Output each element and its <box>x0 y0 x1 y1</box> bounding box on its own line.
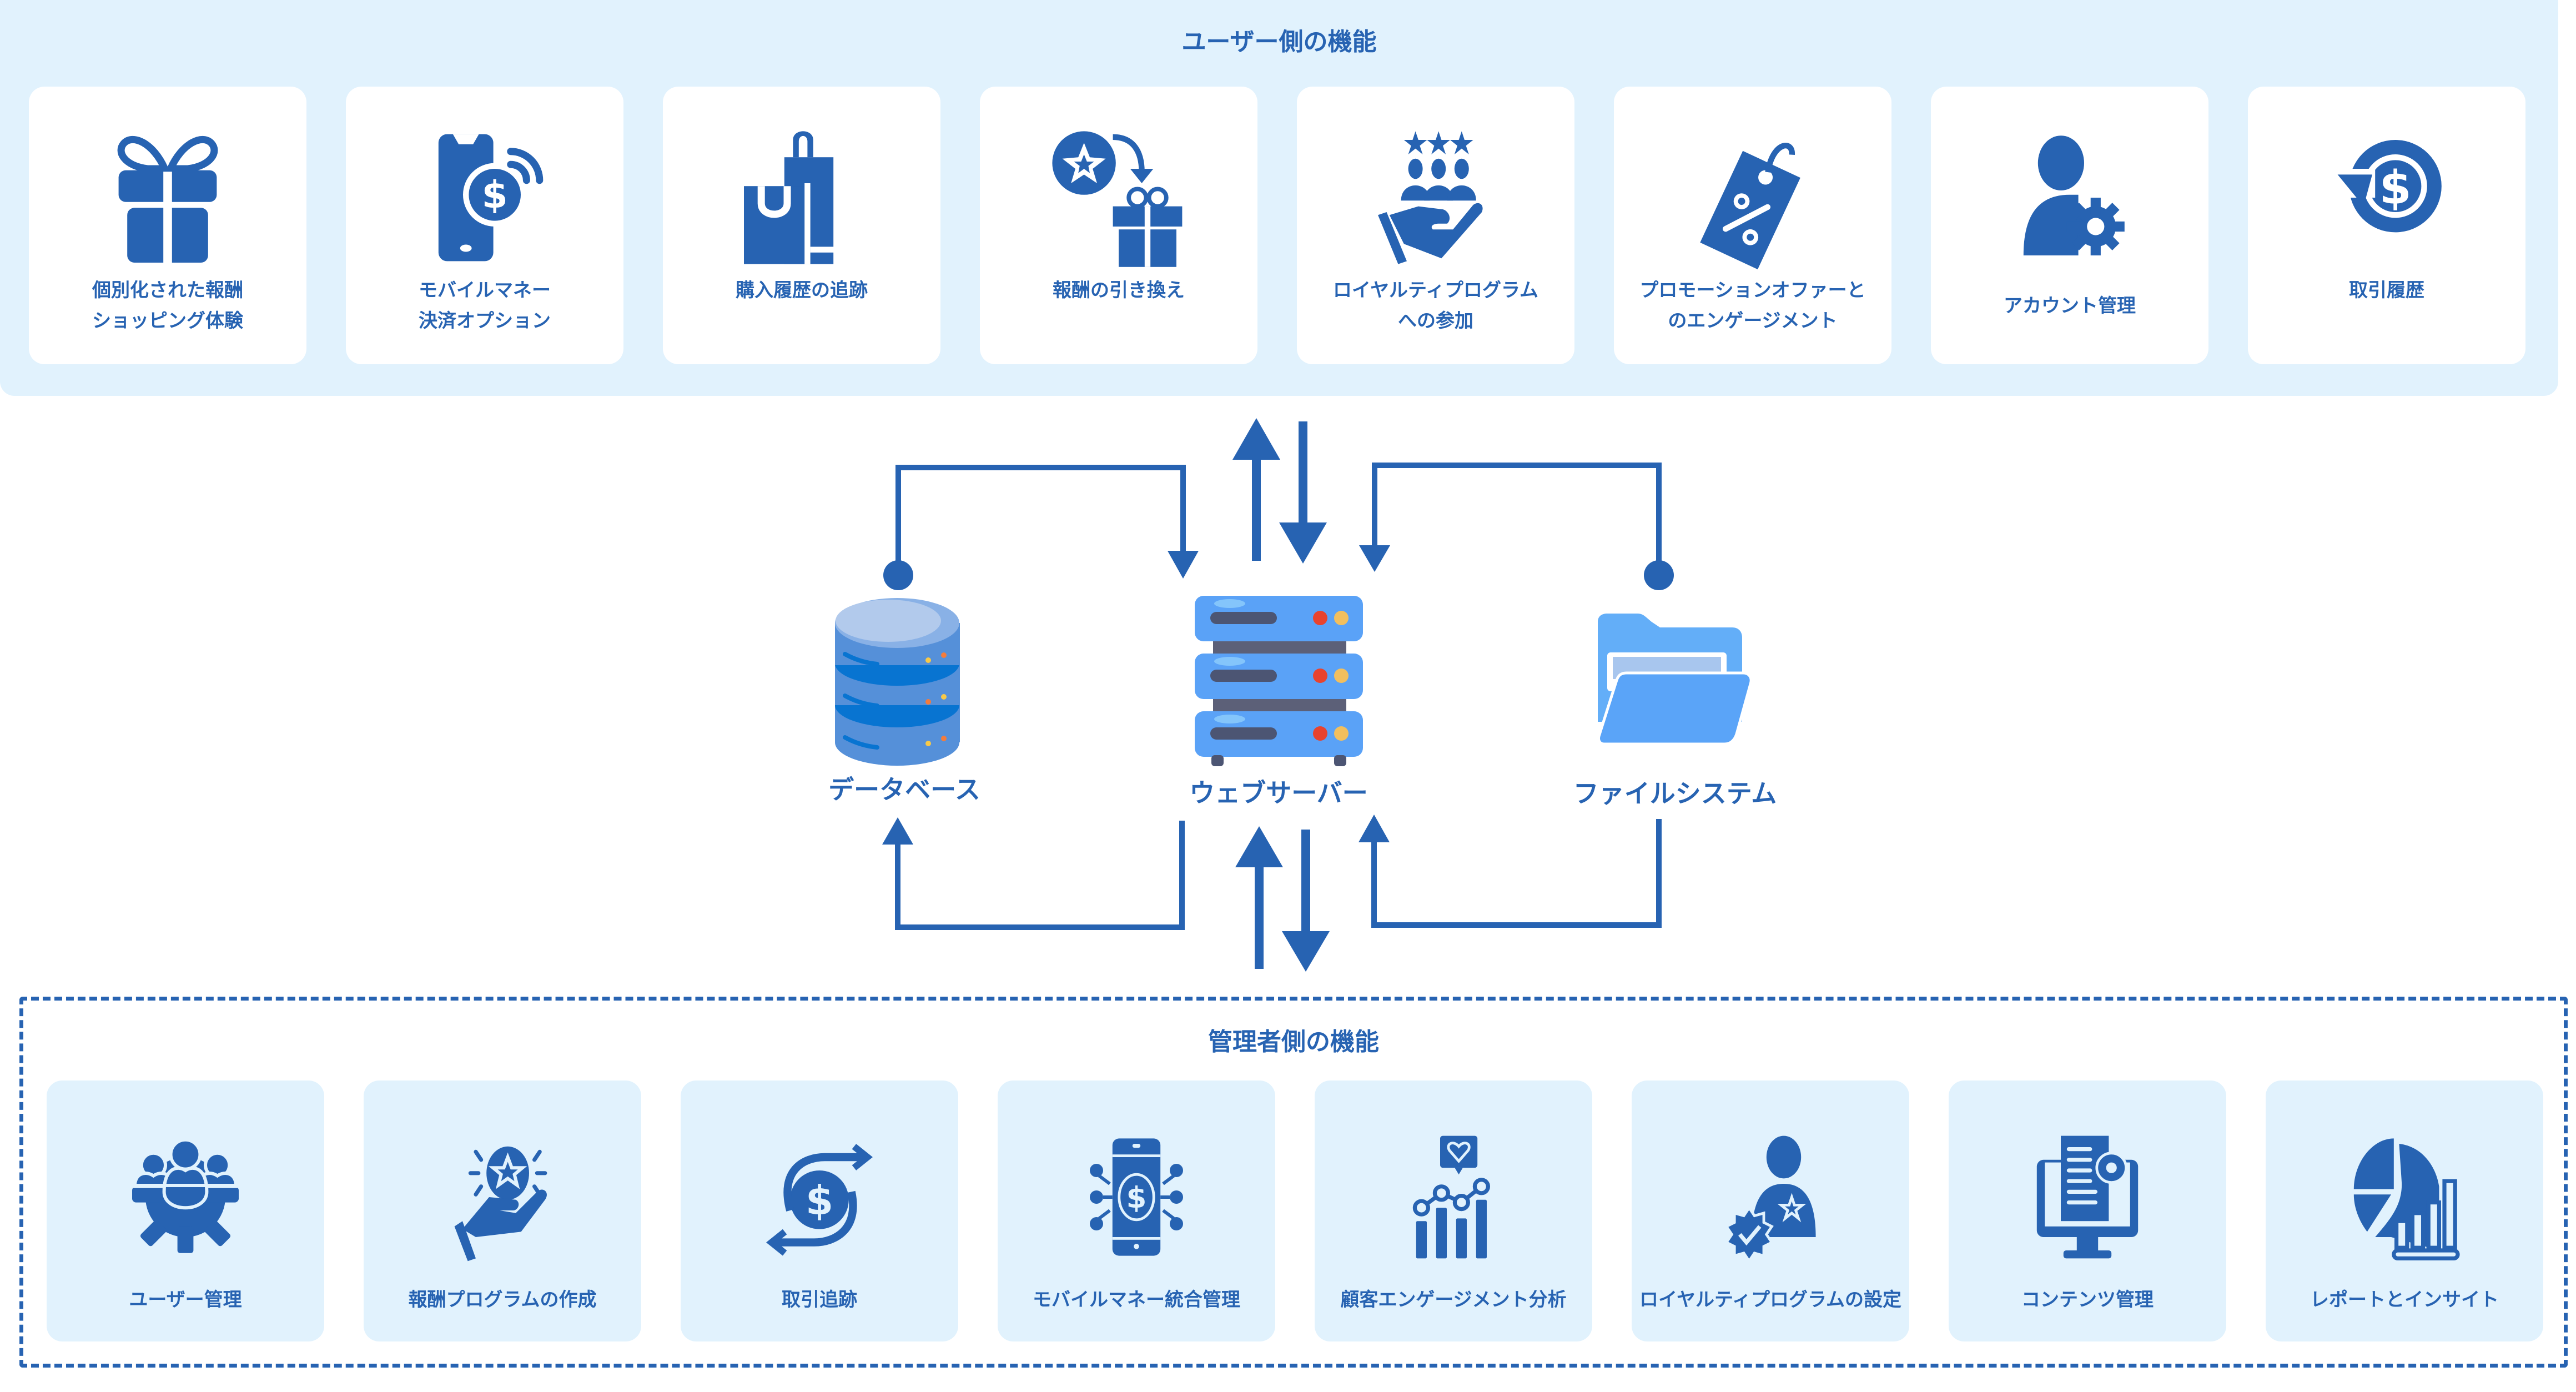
admin-card-label: 報酬プログラムの作成 <box>408 1289 597 1311</box>
admin-card-user-management[interactable]: ユーザー管理 <box>47 1081 324 1341</box>
gift-icon <box>117 135 218 263</box>
label-line: 個別化された報酬 <box>92 279 243 301</box>
web-server-label: ウェブサーバー <box>1189 778 1368 808</box>
user-card-redeem-rewards[interactable]: 報酬の引き換え <box>980 87 1257 364</box>
arrowhead-user-up <box>1232 418 1280 460</box>
user-card-label: 取引履歴 <box>2253 275 2520 306</box>
admin-section-title: 管理者側の機能 <box>1208 1028 1379 1056</box>
folder-icon <box>1597 614 1753 746</box>
admin-card-create-rewards[interactable]: 報酬プログラムの作成 <box>364 1081 641 1341</box>
label-line: ロイヤルティプログラム <box>1333 279 1538 301</box>
filesystem-connector-dot <box>1644 560 1674 590</box>
user-section-title: ユーザー側の機能 <box>1181 28 1377 56</box>
engagement-chart-icon <box>1412 1135 1490 1259</box>
user-card-purchase-history[interactable]: 購入履歴の追跡 <box>663 87 940 364</box>
admin-card-label: レポートとインサイト <box>2310 1289 2499 1311</box>
admin-card-label: モバイルマネー統合管理 <box>1033 1289 1240 1311</box>
server-to-db-connector <box>895 821 1185 930</box>
admin-card-loyalty-settings[interactable]: ロイヤルティプログラムの設定 <box>1632 1081 1909 1341</box>
user-card-label: アカウント管理 <box>1936 291 2203 321</box>
user-features-panel: ユーザー側の機能 個別化された報酬 ショッピング体験 $ モバイル <box>0 0 2558 396</box>
admin-card-transaction-tracking[interactable]: $ 取引追跡 <box>681 1081 958 1341</box>
admin-card-label: 顧客エンゲージメント分析 <box>1340 1289 1567 1311</box>
admin-features-panel: 管理者側の機能 <box>19 997 2568 1368</box>
arrowhead-user-down <box>1279 522 1327 564</box>
user-card-loyalty-join[interactable]: ロイヤルティプログラム への参加 <box>1297 87 1574 364</box>
user-card-label: 個別化された報酬 ショッピング体験 <box>34 275 301 336</box>
filesystem-to-server-connector <box>1372 463 1662 561</box>
label-line: のエンゲージメント <box>1668 310 1838 332</box>
label-line: への参加 <box>1398 310 1473 332</box>
user-card-label: モバイルマネー 決済オプション <box>351 275 618 336</box>
admin-card-reports-insights[interactable]: レポートとインサイト <box>2266 1081 2543 1341</box>
server-icon <box>1195 596 1363 766</box>
label-line: プロモーションオファーと <box>1639 279 1866 301</box>
admin-card-label: 取引追跡 <box>782 1289 857 1311</box>
mobile-payment-icon: $ <box>438 134 544 262</box>
user-card-personalized-rewards[interactable]: 個別化された報酬 ショッピング体験 <box>29 87 306 364</box>
label-line: 報酬の引き換え <box>1053 279 1185 301</box>
users-gear-icon <box>132 1138 239 1253</box>
user-card-transaction-history[interactable]: $ 取引履歴 <box>2248 87 2525 364</box>
arrowhead-server-to-db <box>882 817 913 845</box>
db-connector-dot <box>883 560 913 590</box>
user-card-account-management[interactable]: アカウント管理 <box>1931 87 2208 364</box>
pie-bar-chart-icon <box>2353 1138 2460 1260</box>
svg-text:$: $ <box>482 173 508 217</box>
dollar-exchange-icon: $ <box>766 1144 873 1256</box>
svg-text:$: $ <box>2379 160 2412 214</box>
shopping-bags-icon <box>744 131 837 264</box>
monitor-document-gear-icon <box>2036 1135 2139 1259</box>
arrowhead-admin-up <box>1235 826 1283 867</box>
admin-card-label: ユーザー管理 <box>129 1289 242 1311</box>
database-label: データベース <box>828 775 980 805</box>
reward-redeem-icon <box>1052 131 1183 267</box>
database-icon <box>835 598 960 766</box>
user-badge-icon <box>1724 1135 1816 1264</box>
admin-card-label: コンテンツ管理 <box>2021 1289 2154 1311</box>
arrowhead-db-to-server <box>1168 551 1199 579</box>
loyalty-group-hand-icon <box>1378 131 1483 264</box>
user-card-label: プロモーションオファーと のエンゲージメント <box>1619 275 1886 336</box>
label-line: ショッピング体験 <box>92 310 243 332</box>
file-system-label: ファイルシステム <box>1573 778 1777 808</box>
svg-text:$: $ <box>1126 1181 1147 1215</box>
user-card-mobile-payment[interactable]: $ モバイルマネー 決済オプション <box>346 87 623 364</box>
label-line: 購入履歴の追跡 <box>736 279 868 301</box>
arrowhead-admin-down <box>1282 931 1330 972</box>
user-gear-icon <box>2023 135 2125 255</box>
label-line: 取引履歴 <box>2349 279 2424 301</box>
user-card-label: 購入履歴の追跡 <box>668 275 935 306</box>
label-line: モバイルマネー <box>419 279 551 301</box>
filesystem-to-server-return-connector <box>1371 819 1662 928</box>
arrowhead-filesystem-to-server <box>1359 545 1390 572</box>
label-line: アカウント管理 <box>2004 295 2136 317</box>
admin-card-content-management[interactable]: コンテンツ管理 <box>1949 1081 2226 1341</box>
user-card-label: ロイヤルティプログラム への参加 <box>1302 275 1569 336</box>
admin-card-label: ロイヤルティプログラムの設定 <box>1639 1289 1901 1311</box>
user-card-promotions[interactable]: プロモーションオファーと のエンゲージメント <box>1614 87 1891 364</box>
admin-card-engagement-analytics[interactable]: 顧客エンゲージメント分析 <box>1315 1081 1592 1341</box>
svg-text:$: $ <box>806 1177 833 1224</box>
hand-star-coin-icon <box>454 1146 547 1262</box>
db-to-server-connector <box>895 465 1186 561</box>
arrowhead-filesystem-return <box>1359 815 1390 842</box>
dollar-history-icon: $ <box>2337 140 2442 233</box>
label-line: 決済オプション <box>419 310 551 332</box>
user-card-label: 報酬の引き換え <box>985 275 1252 306</box>
admin-card-mobile-money-integration[interactable]: $ モバイルマネー統合管理 <box>998 1081 1275 1341</box>
promo-tag-icon <box>1700 143 1800 270</box>
mobile-dollar-network-icon: $ <box>1090 1138 1183 1256</box>
